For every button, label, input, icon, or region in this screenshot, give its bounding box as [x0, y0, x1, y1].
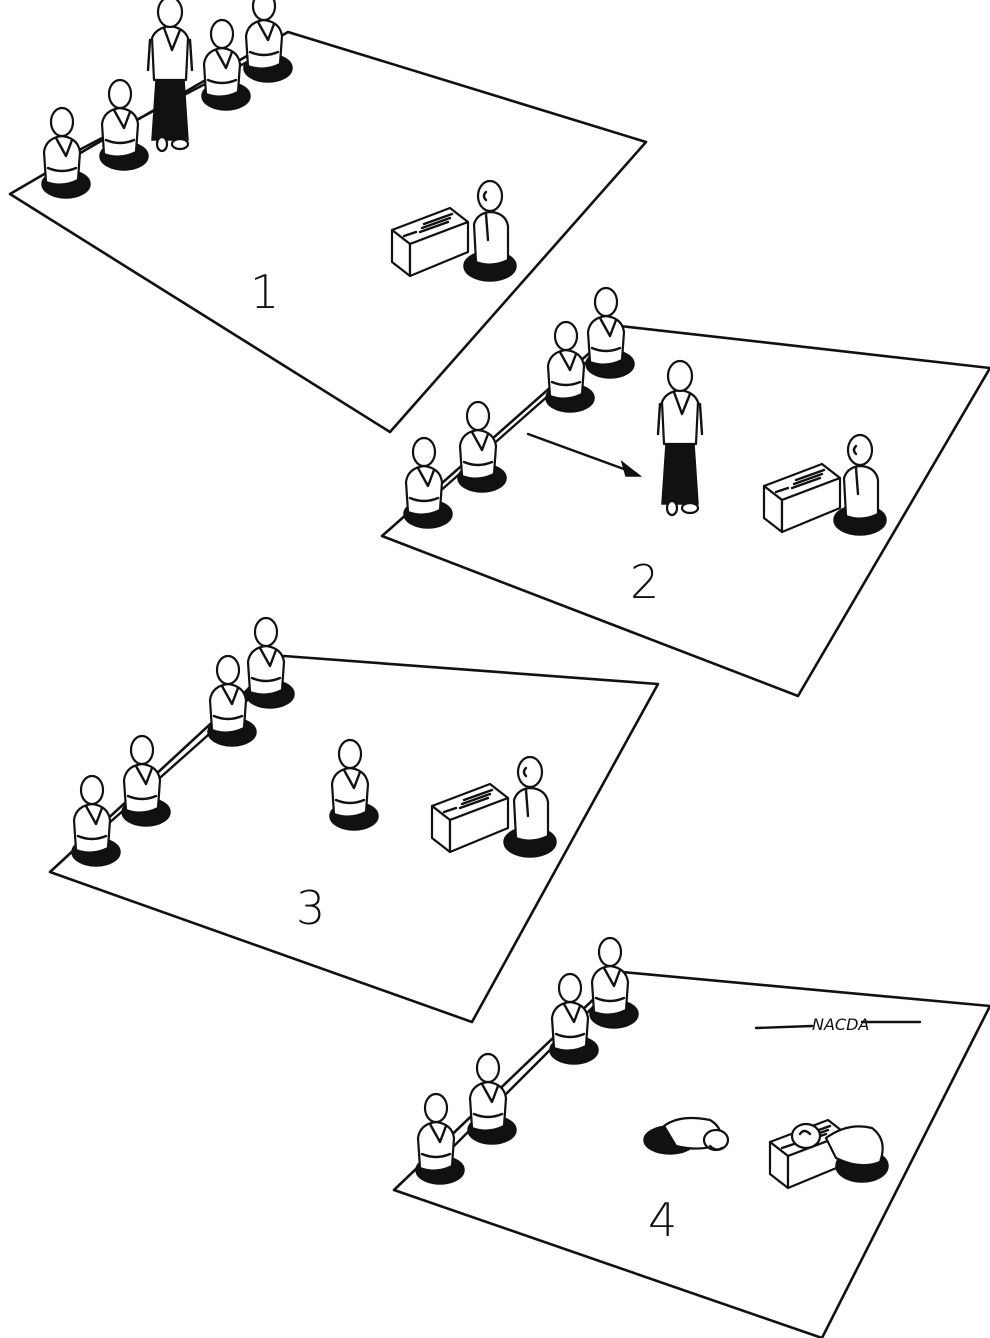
signature-text: NACDA — [812, 1015, 869, 1034]
panel-4-floor — [392, 970, 990, 1338]
panel-2-number: 2 — [630, 555, 659, 609]
panel-4: NACDA 4 — [392, 936, 990, 1338]
panel-3-floor — [48, 654, 660, 1024]
panel-1: 1 — [8, 0, 648, 434]
panel-3-number: 3 — [296, 881, 325, 935]
panel-3: 3 — [48, 616, 660, 1024]
movement-arrow — [526, 432, 643, 477]
standing-student — [146, 0, 194, 153]
panel-4-number: 4 — [648, 1193, 677, 1247]
bowing-teacher — [790, 1122, 889, 1183]
panel-1-number: 1 — [250, 265, 279, 319]
artist-signature: NACDA — [754, 1015, 922, 1034]
panel-2: 2 — [380, 286, 990, 698]
